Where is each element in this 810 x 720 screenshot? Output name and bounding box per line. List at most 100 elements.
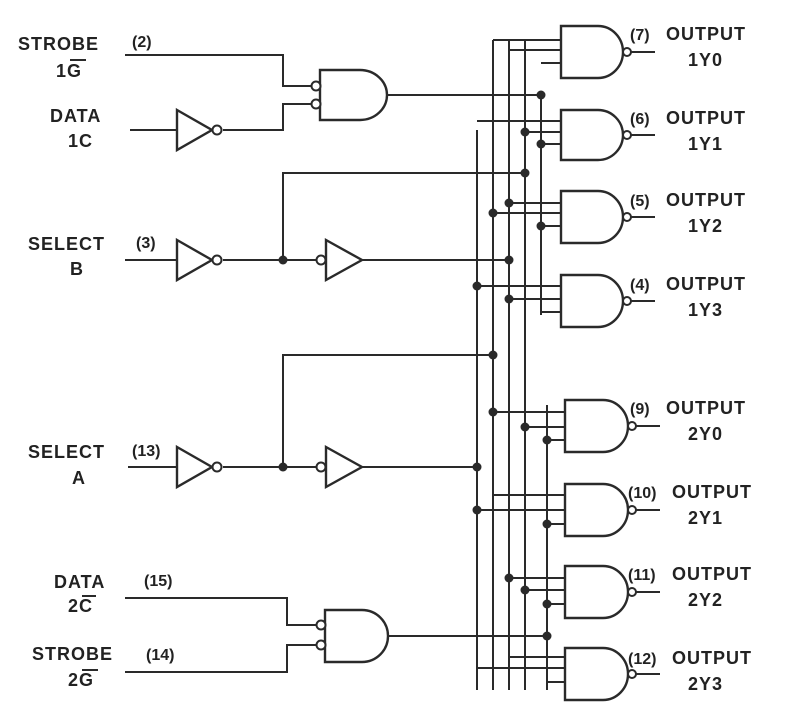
enable-gate-1 [310, 68, 389, 122]
output-word: OUTPUT [666, 274, 746, 294]
strobe-1-signal: 1G [56, 61, 82, 81]
output-label-1y0: (7) OUTPUT 1Y0 [630, 24, 746, 70]
buffer-triangle [175, 237, 215, 283]
inverter-select-a [175, 444, 223, 490]
nand-gate-body [563, 646, 630, 702]
output-word: OUTPUT [666, 190, 746, 210]
buffer-select-a [315, 444, 365, 490]
inversion-bubble [627, 587, 637, 597]
select-b-name: SELECT [28, 234, 105, 254]
nand-gate-2y0 [563, 398, 637, 454]
output-word: OUTPUT [666, 24, 746, 44]
buffer-triangle [324, 444, 365, 490]
output-word: OUTPUT [672, 482, 752, 502]
inversion-bubble [310, 98, 322, 110]
data-1-signal: 1C [68, 131, 93, 151]
nand-gate-body [563, 564, 630, 620]
inversion-bubble [627, 421, 637, 431]
junction-dot [542, 599, 552, 609]
inversion-bubble [622, 47, 632, 57]
output-signal: 1Y2 [688, 216, 723, 236]
wire-data-1-inverted [223, 103, 313, 131]
nand-gate-2y2 [563, 564, 637, 620]
junction-dot [520, 168, 530, 178]
nand-gate-body [559, 24, 625, 80]
strobe-1-name: STROBE [18, 34, 99, 54]
select-a-signal: A [72, 468, 86, 488]
wire-select-a-inv-up [282, 354, 493, 467]
nand-gate-2y1 [563, 482, 637, 538]
inversion-bubble [315, 461, 327, 473]
output-pin: (7) [630, 27, 650, 44]
nand-gate-1y3 [559, 273, 632, 329]
select-b-signal: B [70, 259, 84, 279]
output-label-2y1: (10) OUTPUT 2Y1 [628, 482, 752, 528]
tap-1y1 [477, 120, 561, 145]
junction-dot [488, 407, 498, 417]
inversion-bubble [622, 212, 632, 222]
output-word: OUTPUT [672, 648, 752, 668]
tap-2y1 [477, 494, 565, 525]
junction-dot [536, 90, 546, 100]
inversion-bubble [211, 124, 223, 136]
output-pin: (6) [630, 111, 650, 128]
inversion-bubble [211, 461, 223, 473]
output-signal: 1Y0 [688, 50, 723, 70]
nand-gate-1y1 [559, 108, 632, 162]
nand-gate-body [559, 273, 625, 329]
junction-dot [504, 294, 514, 304]
junction-dot [542, 519, 552, 529]
nand-gate-body [559, 108, 625, 162]
inverter-select-b [175, 237, 223, 283]
output-signal: 2Y2 [688, 590, 723, 610]
select-a-name: SELECT [28, 442, 105, 462]
strobe-2-pin: (14) [146, 647, 174, 664]
junction-dot [472, 505, 482, 515]
inversion-bubble [315, 619, 327, 631]
inversion-bubble [315, 639, 327, 651]
strobe-2-name: STROBE [32, 644, 113, 664]
buffer-select-b [315, 237, 365, 283]
inversion-bubble [211, 254, 223, 266]
inversion-bubble [622, 296, 632, 306]
nand-gate-1y0 [559, 24, 632, 80]
inversion-bubble [627, 669, 637, 679]
junction-dot [504, 573, 514, 583]
junction-dot [520, 422, 530, 432]
buffer-triangle [324, 237, 365, 283]
junctions [278, 90, 552, 641]
output-signal: 1Y3 [688, 300, 723, 320]
data-1-name: DATA [50, 106, 101, 126]
inversion-bubble [315, 254, 327, 266]
nand-gate-body [563, 398, 630, 454]
output-word: OUTPUT [666, 108, 746, 128]
junction-dot [472, 462, 482, 472]
junction-dot [488, 350, 498, 360]
data-2-pin: (15) [144, 573, 172, 590]
strobe-2-signal: 2G [68, 670, 94, 690]
output-signal: 2Y1 [688, 508, 723, 528]
wire-strobe-2 [125, 644, 318, 673]
nand-gate-body [563, 482, 630, 538]
select-b-pin: (3) [136, 235, 156, 252]
output-word: OUTPUT [666, 398, 746, 418]
and-gate-body [323, 608, 390, 664]
junction-dot [520, 127, 530, 137]
select-a-pin: (13) [132, 443, 160, 460]
output-signal: 1Y1 [688, 134, 723, 154]
wire-select-b-inv-up [282, 172, 525, 260]
data-2-signal: 2C [68, 596, 93, 616]
output-signal: 2Y0 [688, 424, 723, 444]
output-pin: (10) [628, 485, 656, 502]
junction-dot [536, 221, 546, 231]
junction-dot [536, 139, 546, 149]
junction-dot [278, 255, 288, 265]
inversion-bubble [622, 130, 632, 140]
tap-1y3 [477, 285, 561, 313]
buffer-triangle [175, 107, 215, 153]
nand-gate-body [559, 189, 625, 245]
wire-data-2 [125, 597, 318, 626]
output-label-1y2: (5) OUTPUT 1Y2 [630, 190, 746, 236]
output-pin: (11) [628, 567, 656, 584]
